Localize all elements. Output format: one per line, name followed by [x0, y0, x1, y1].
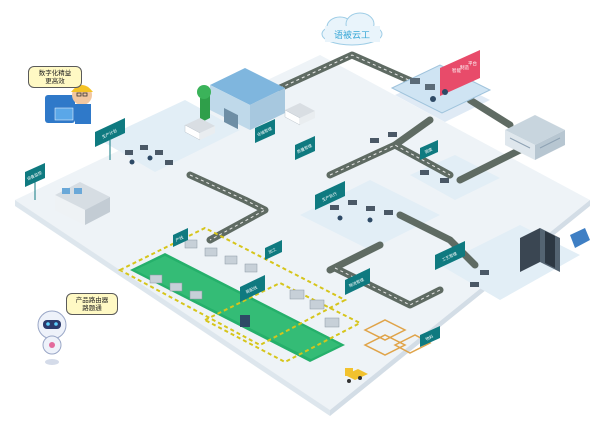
forklift-icon: [345, 368, 368, 383]
bubble-line: 数字化精益: [38, 69, 72, 77]
cloud-label: 语被云工: [334, 29, 370, 41]
sign-logistics: [345, 268, 370, 295]
sign-plan: [95, 118, 125, 160]
sign-label: 加工: [267, 246, 277, 255]
sign-process: [435, 241, 465, 270]
sign-exec: [315, 181, 345, 210]
screen-line: 制造: [460, 64, 469, 71]
monitoring-console: [55, 182, 110, 225]
sign-assembly: [240, 275, 265, 302]
sign-warehouse: [255, 119, 275, 143]
sign-label: 物料: [424, 333, 434, 342]
platform-edge: [15, 200, 330, 416]
screen-line: 平台: [468, 60, 477, 67]
robot-avatar: [37, 310, 67, 365]
truck-icon: [184, 118, 215, 141]
warehouse-building: [197, 68, 285, 130]
bubble-line: 产品路由器: [75, 296, 109, 304]
sign-line: [173, 228, 188, 247]
sign-label: 产线: [174, 234, 184, 243]
workstations-center: [330, 200, 393, 223]
sign-control: [25, 163, 45, 200]
engineer-speech-bubble: 数字化精益 更高效: [28, 66, 82, 88]
machines-line-2: [149, 274, 203, 300]
sign-label: 调度: [423, 146, 433, 155]
bubble-line: 路题通: [82, 304, 102, 312]
sign-dispatch: [420, 140, 438, 160]
sign-label: 装配线: [244, 284, 257, 295]
cloud-icon: [321, 12, 383, 46]
screen-line: 智能: [452, 67, 461, 74]
assembly-machines: [240, 289, 340, 328]
lane-highlight: [135, 256, 340, 359]
sign-machine: [265, 240, 282, 260]
road-dashes: [189, 54, 451, 306]
assembly-area-outline: [202, 281, 363, 364]
storage-racks: [363, 319, 432, 356]
machines-line-1: [184, 239, 258, 273]
signposts: [25, 118, 465, 347]
robot-speech-bubble: 产品路由器 路题通: [66, 293, 118, 315]
control-center: 智能 制造 平台: [390, 50, 492, 114]
engineer-avatar: [45, 85, 93, 124]
bubble-line: 更高效: [45, 77, 65, 85]
workstations-top: [125, 145, 173, 165]
workstations-right: [370, 132, 489, 287]
truck-icon: [284, 103, 315, 126]
sign-quality: [295, 136, 315, 160]
server-rack-icon: [520, 228, 590, 272]
sign-material: [420, 326, 440, 347]
office-building: [505, 115, 565, 160]
